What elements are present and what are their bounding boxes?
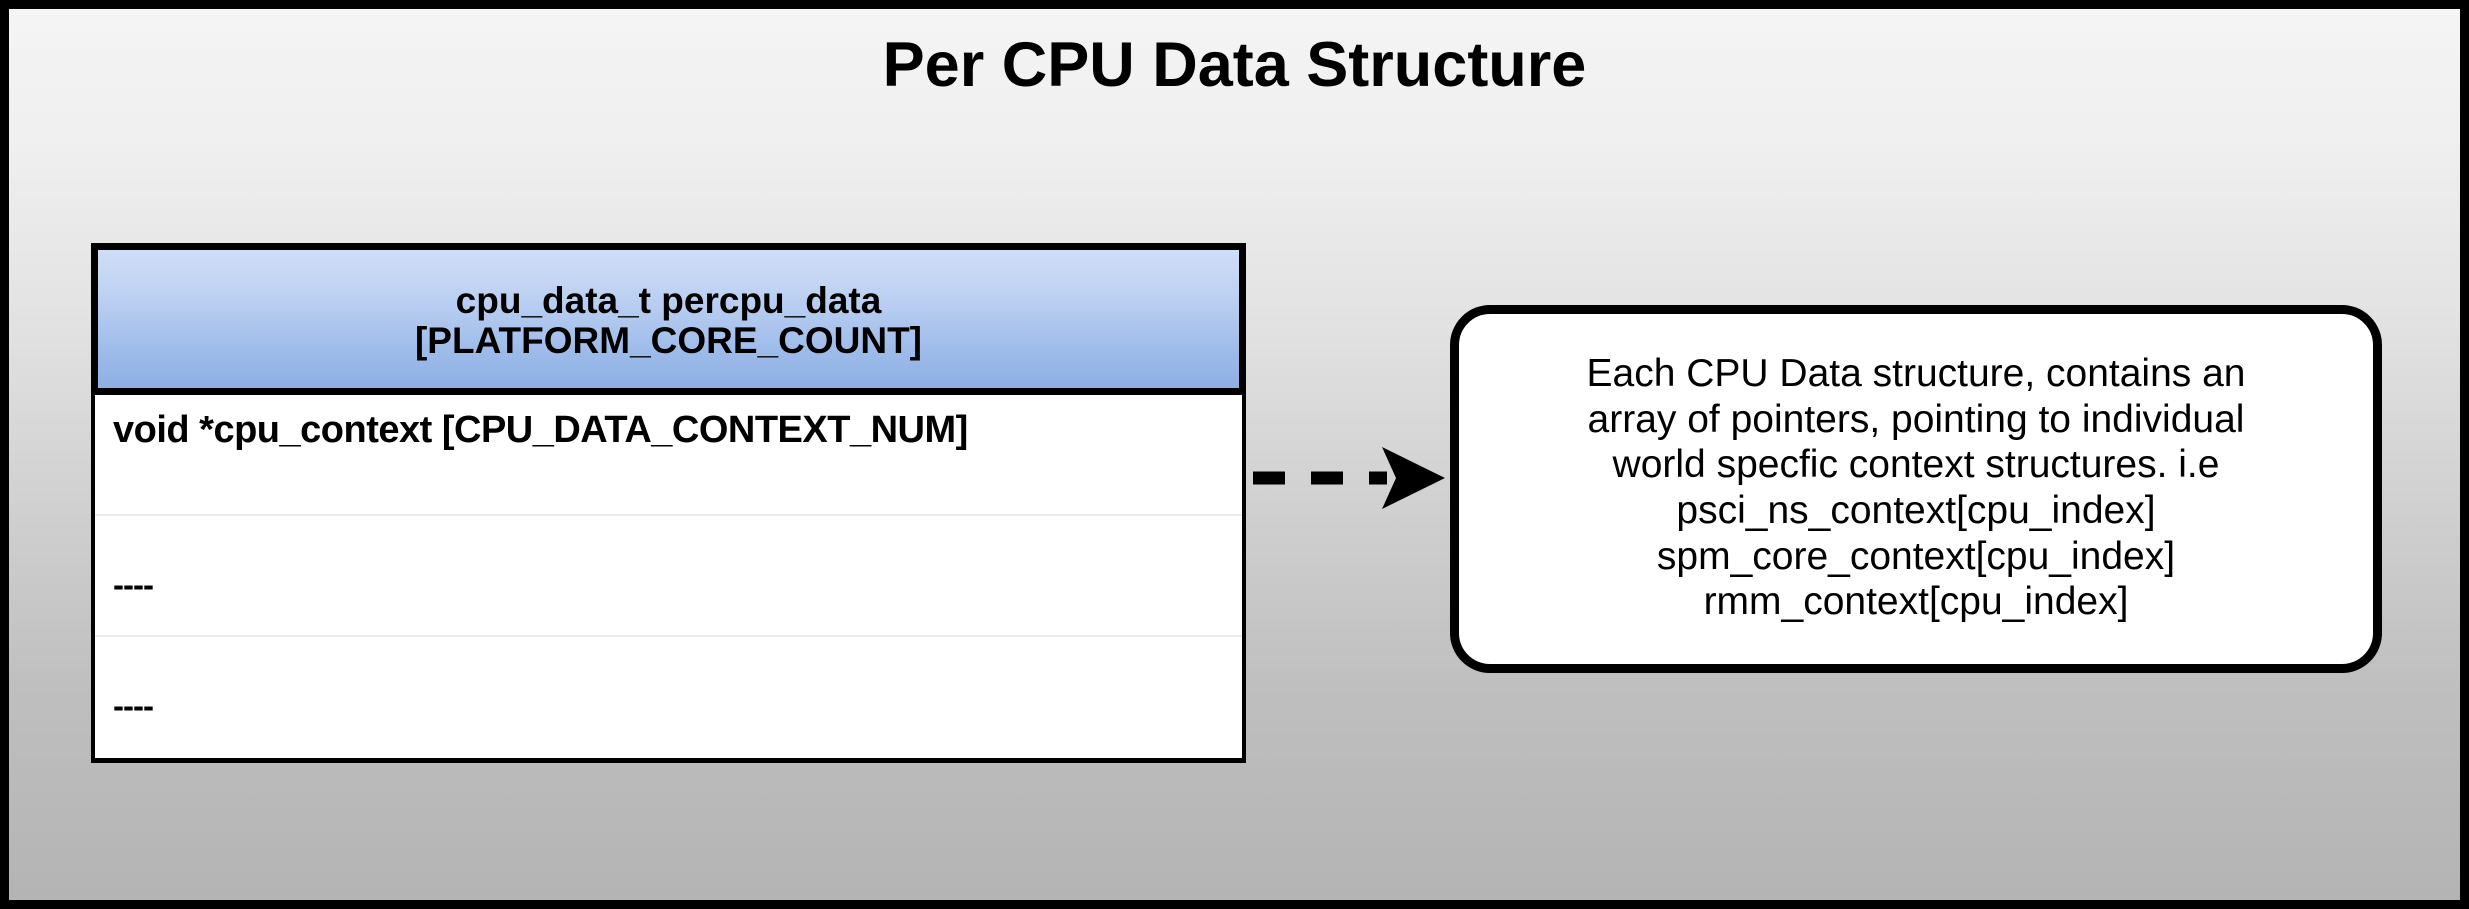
note-line: array of pointers, pointing to individua… [1587, 397, 2245, 441]
note-callout: Each CPU Data structure, contains an arr… [1450, 305, 2382, 673]
table-row: ---- [95, 516, 1242, 637]
page-title: Per CPU Data Structure [882, 30, 1587, 100]
struct-table-body: void *cpu_context [CPU_DATA_CONTEXT_NUM]… [91, 395, 1246, 763]
table-row: void *cpu_context [CPU_DATA_CONTEXT_NUM] [95, 395, 1242, 516]
note-line: psci_ns_context[cpu_index] [1676, 489, 2156, 532]
table-row: ---- [113, 687, 154, 724]
percpu-data-struct-table: cpu_data_t percpu_data [PLATFORM_CORE_CO… [91, 243, 1246, 763]
note-line: spm_core_context[cpu_index] [1656, 534, 2176, 578]
note-line: world specfic context structures. i.e [1612, 443, 2220, 487]
struct-header-line-2: [PLATFORM_CORE_COUNT] [414, 320, 922, 361]
struct-header-line-1: cpu_data_t percpu_data [455, 280, 882, 322]
struct-table-header: cpu_data_t percpu_data [PLATFORM_CORE_CO… [91, 243, 1246, 395]
dashed-arrow-icon [1253, 447, 1445, 509]
note-line: rmm_context[cpu_index] [1703, 580, 2129, 624]
note-line: Each CPU Data structure, contains an [1586, 352, 2246, 396]
